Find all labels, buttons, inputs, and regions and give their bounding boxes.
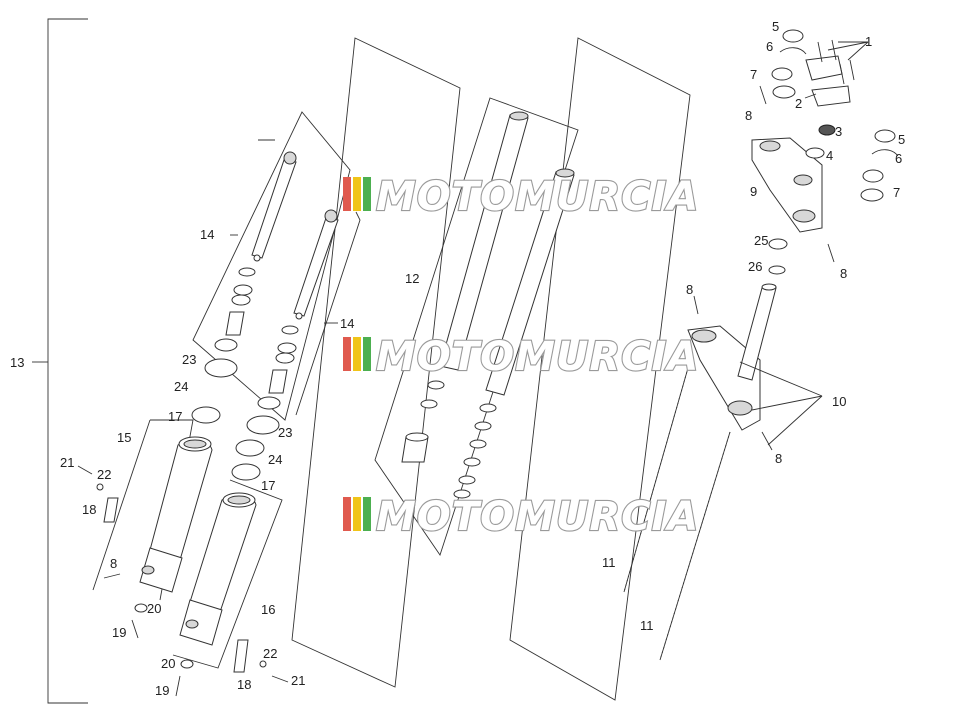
callout-21a: 21 bbox=[60, 455, 74, 470]
callout-8a: 8 bbox=[745, 108, 752, 123]
callout-14b: 14 bbox=[340, 316, 354, 331]
callout-13: 13 bbox=[10, 355, 24, 370]
handlebar-clamps bbox=[805, 39, 855, 107]
fork-slider-left bbox=[139, 436, 213, 593]
callout-26: 26 bbox=[748, 259, 762, 274]
callout-11b: 11 bbox=[640, 618, 654, 633]
callout-24a: 24 bbox=[174, 379, 188, 394]
callout-14a: 14 bbox=[200, 227, 214, 242]
watermark-middle: MOTOMURCIA bbox=[343, 333, 699, 381]
bearing-nut-set bbox=[768, 124, 836, 275]
assembly-bracket-13 bbox=[32, 18, 88, 704]
callout-11a: 11 bbox=[602, 555, 616, 570]
callout-22b: 22 bbox=[263, 646, 277, 661]
callout-9: 9 bbox=[750, 184, 757, 199]
small-bolts-right bbox=[175, 85, 835, 697]
callout-4: 4 bbox=[826, 148, 833, 163]
callout-10: 10 bbox=[832, 394, 846, 409]
callout-8c: 8 bbox=[686, 282, 693, 297]
callout-19b: 19 bbox=[155, 683, 169, 698]
watermark-text: MOTOMURCIA bbox=[376, 174, 699, 220]
leader-lines bbox=[230, 41, 869, 446]
callout-15: 15 bbox=[117, 430, 131, 445]
fork-tube-right bbox=[485, 168, 575, 396]
cap-set-upper bbox=[771, 29, 807, 99]
callout-20a: 20 bbox=[147, 601, 161, 616]
spring-left bbox=[623, 367, 689, 593]
small-bolts-left bbox=[77, 465, 148, 639]
bushings-set bbox=[191, 267, 299, 481]
cap-set-lower bbox=[860, 129, 899, 202]
watermark-text: MOTOMURCIA bbox=[376, 494, 699, 540]
callout-8e: 8 bbox=[110, 556, 117, 571]
watermark-text: MOTOMURCIA bbox=[376, 334, 699, 380]
callout-2: 2 bbox=[795, 96, 802, 111]
callout-25: 25 bbox=[754, 233, 768, 248]
callout-23a: 23 bbox=[182, 352, 196, 367]
damper-rod-right bbox=[293, 209, 339, 320]
callout-18b: 18 bbox=[237, 677, 251, 692]
callout-3: 3 bbox=[835, 124, 842, 139]
callout-7b: 7 bbox=[893, 185, 900, 200]
callout-24b: 24 bbox=[268, 452, 282, 467]
callout-17b: 17 bbox=[261, 478, 275, 493]
watermark-top: MOTOMURCIA bbox=[343, 173, 699, 221]
callout-6b: 6 bbox=[895, 151, 902, 166]
watermark-bottom: MOTOMURCIA bbox=[343, 493, 699, 541]
callout-19a: 19 bbox=[112, 625, 126, 640]
callout-20b: 20 bbox=[161, 656, 175, 671]
assembly-panels bbox=[92, 37, 691, 701]
callout-labels: 1 2 3 4 5 5 6 6 7 7 8 8 8 8 8 9 10 11 11… bbox=[10, 19, 905, 698]
callout-22a: 22 bbox=[97, 467, 111, 482]
callout-8b: 8 bbox=[840, 266, 847, 281]
callout-16: 16 bbox=[261, 602, 275, 617]
callout-21b: 21 bbox=[291, 673, 305, 688]
callout-23b: 23 bbox=[278, 425, 292, 440]
callout-5b: 5 bbox=[898, 132, 905, 147]
callout-5a: 5 bbox=[772, 19, 779, 34]
fork-slider-right bbox=[179, 492, 257, 646]
damper-rod-left bbox=[251, 151, 297, 262]
fork-tube-left bbox=[439, 111, 529, 371]
tube-rings-set bbox=[401, 380, 497, 499]
spring-right bbox=[659, 431, 731, 661]
callout-12: 12 bbox=[405, 271, 419, 286]
callout-8d: 8 bbox=[775, 451, 782, 466]
callout-1: 1 bbox=[865, 34, 872, 49]
upper-triple-clamp bbox=[751, 137, 823, 233]
lower-triple-clamp bbox=[687, 283, 777, 431]
callout-18a: 18 bbox=[82, 502, 96, 517]
callout-7a: 7 bbox=[750, 67, 757, 82]
callout-6a: 6 bbox=[766, 39, 773, 54]
callout-17a: 17 bbox=[168, 409, 182, 424]
